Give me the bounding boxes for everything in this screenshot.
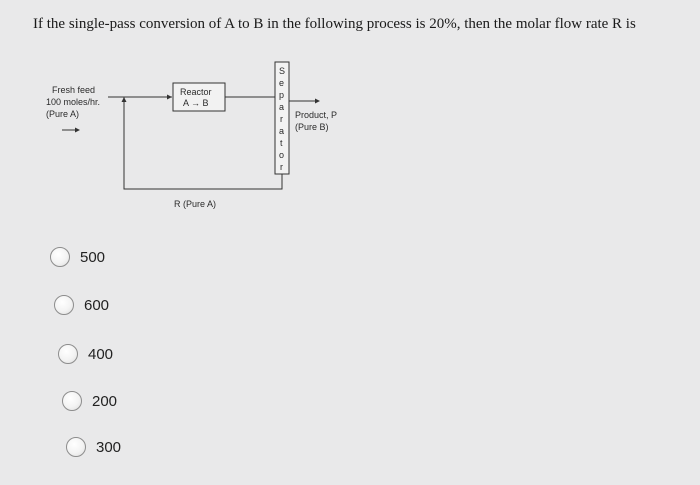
radio-button[interactable] — [62, 391, 82, 411]
svg-text:a: a — [279, 126, 284, 136]
option-label: 200 — [92, 392, 118, 410]
svg-text:S: S — [279, 66, 285, 76]
fresh-feed-composition: (Pure A) — [46, 109, 79, 119]
option-400[interactable]: 400 — [58, 344, 113, 364]
option-label: 400 — [88, 345, 114, 363]
question-text: If the single-pass conversion of A to B … — [33, 16, 636, 32]
reactor-label: Reactor — [180, 87, 212, 97]
svg-text:a: a — [279, 102, 284, 112]
radio-button[interactable] — [54, 295, 74, 315]
svg-text:e: e — [279, 78, 284, 88]
option-label: 300 — [96, 438, 122, 456]
product-arrow — [315, 98, 320, 104]
option-600[interactable]: 600 — [54, 295, 109, 315]
svg-text:o: o — [279, 150, 284, 160]
svg-text:r: r — [280, 162, 283, 172]
radio-button[interactable] — [58, 344, 78, 364]
radio-button[interactable] — [50, 247, 70, 267]
svg-text:r: r — [280, 114, 283, 124]
radio-button[interactable] — [66, 437, 86, 457]
option-label: 600 — [84, 296, 110, 314]
feed-arrow-head — [75, 127, 80, 133]
reactor-reaction: A → B — [183, 98, 209, 108]
product-composition: (Pure B) — [295, 122, 329, 132]
option-300[interactable]: 300 — [66, 437, 121, 457]
separator-letters: S e p a r a t o r — [279, 66, 285, 172]
option-200[interactable]: 200 — [62, 391, 117, 411]
product-label: Product, P — [295, 110, 337, 120]
option-500[interactable]: 500 — [50, 247, 105, 267]
reactor-box — [172, 82, 226, 112]
fresh-feed-label: Fresh feed — [52, 85, 95, 95]
recycle-arrow — [121, 97, 127, 102]
fresh-feed-rate: 100 moles/hr. — [46, 97, 100, 107]
feed-line-arrow — [167, 94, 172, 100]
recycle-line — [123, 97, 283, 190]
svg-text:t: t — [280, 138, 283, 148]
option-label: 500 — [80, 248, 106, 266]
svg-text:p: p — [279, 90, 284, 100]
recycle-label: R (Pure A) — [174, 199, 216, 209]
